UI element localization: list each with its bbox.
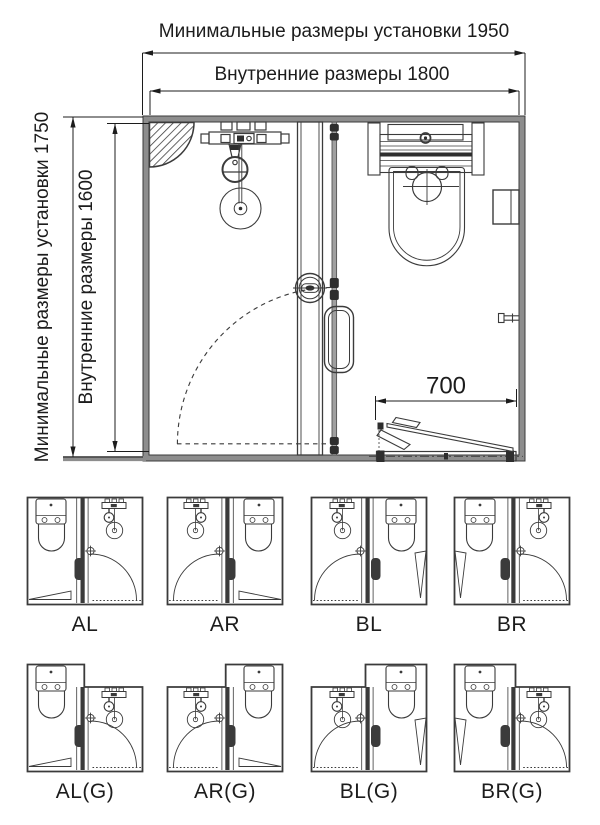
floor-drain-icon (219, 144, 262, 230)
layout-variant-plan-icon (26, 663, 144, 773)
layout-variant: AL (26, 496, 144, 637)
layout-variant-plan-icon (26, 496, 144, 606)
layout-variant-plan-icon (166, 663, 284, 773)
layout-variant-label: BR (496, 613, 528, 636)
dim-label-outer-height: Минимальные размеры установки 1750 (32, 112, 53, 462)
layout-variant-label: AR(G) (194, 780, 256, 803)
layout-variant-label: BR(G) (481, 780, 543, 803)
paper-holder-icon (492, 189, 520, 225)
door-hinge-knuckles (329, 124, 339, 454)
dim-label-seat-width: 700 (426, 373, 466, 400)
layout-variant-plan-icon (453, 663, 571, 773)
layout-variant-label: AR (209, 613, 241, 636)
cabin-walls (63, 115, 526, 462)
layout-variant-plan-icon (166, 496, 284, 606)
door-swing-arc (176, 286, 335, 445)
layout-variant-plan-icon (310, 496, 428, 606)
layout-variant-label: BL(G) (339, 780, 399, 803)
grab-bar-icon (323, 305, 355, 374)
dim-label-inner-height: Внутренние размеры 1600 (76, 170, 97, 405)
dim-label-outer-width: Минимальные размеры установки 1950 (159, 21, 509, 42)
shower-mixer-icon (200, 121, 290, 145)
layout-variant-label: BL (355, 613, 383, 636)
glass-door (329, 121, 339, 456)
corner-shelf (148, 121, 195, 168)
dim-label-inner-width: Внутренние размеры 1800 (215, 64, 450, 85)
folding-seat-icon (369, 416, 523, 462)
dimension-inner-height (107, 123, 149, 452)
layout-variant-plan-icon (310, 663, 428, 773)
layout-variant-label: AL (71, 613, 99, 636)
layout-variant: BR(G) (453, 663, 571, 804)
dimension-seat-width (375, 389, 517, 420)
toilet-icon (367, 122, 485, 267)
dimension-inner-width (149, 88, 520, 115)
hand-shower-icon (221, 143, 249, 183)
installation-plan: 700 Минимальные размеры установки 1950 В… (32, 21, 526, 462)
dimension-outer-height (63, 116, 143, 458)
layout-variant: BR (453, 496, 571, 637)
wall-handle-icon (497, 312, 519, 324)
layout-variant-plan-icon (453, 496, 571, 606)
layout-variant: AR (166, 496, 284, 637)
layout-variant: AR(G) (166, 663, 284, 804)
layout-variant: BL (310, 496, 428, 637)
layout-variant: AL(G) (26, 663, 144, 804)
layout-variant: BL(G) (310, 663, 428, 804)
layout-variant-label: AL(G) (55, 780, 115, 803)
dimension-outer-width (142, 50, 526, 115)
